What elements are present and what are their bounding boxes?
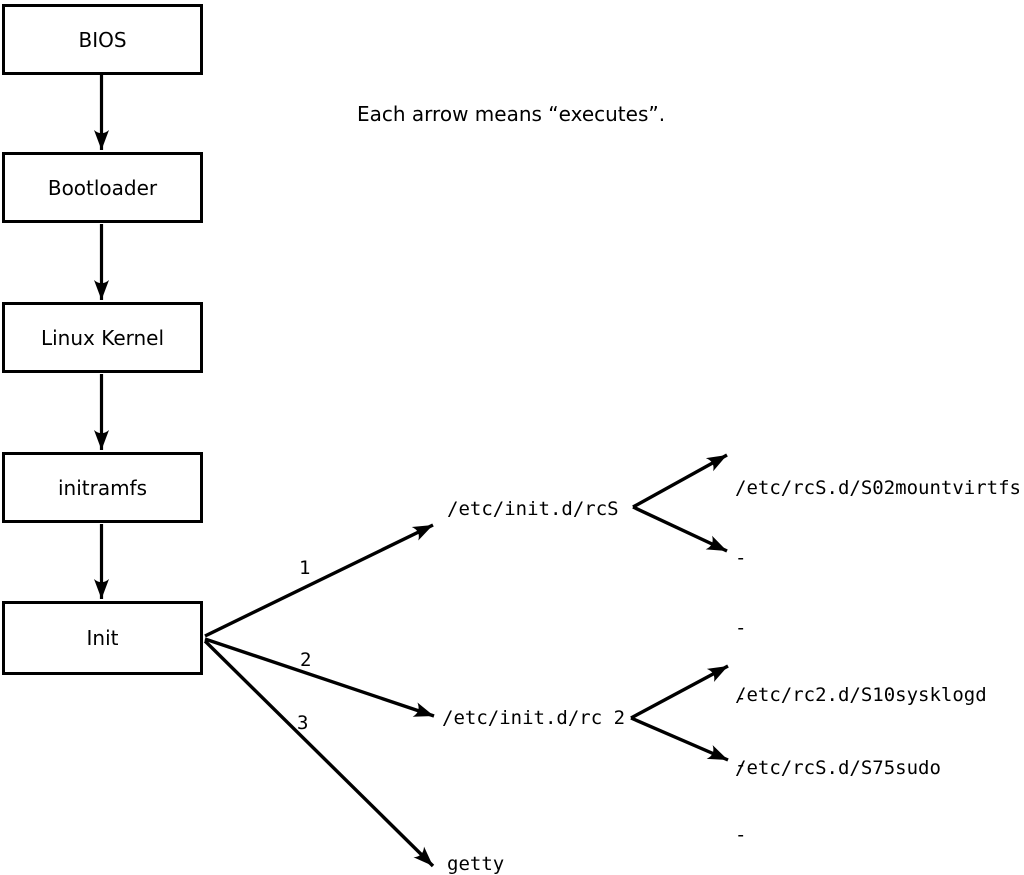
rc2-script-first: /etc/rc2.d/S10sysklogd	[735, 684, 987, 706]
target-rcs-script: /etc/init.d/rcS	[447, 498, 619, 520]
arrow-rcs-to-s75sudo	[632, 505, 728, 553]
node-init: Init	[2, 601, 203, 675]
fan-order-label-3: 3	[297, 712, 309, 734]
rc2-script-ellipsis: -	[735, 754, 747, 776]
arrow-init-to-rc2	[204, 637, 435, 718]
rc2-script-list: /etc/rc2.d/S10sysklogd - - - /etc/rc2.d/…	[735, 638, 987, 875]
arrow-init-to-getty	[203, 639, 435, 868]
rcs-script-ellipsis: -	[735, 687, 747, 709]
legend-text: Each arrow means “executes”.	[357, 102, 666, 126]
arrow-rc2-to-s99gdm	[630, 716, 729, 762]
node-bootloader: Bootloader	[2, 152, 203, 223]
rcs-script-ellipsis: -	[735, 547, 747, 569]
node-initramfs: initramfs	[2, 452, 203, 523]
target-rc2-script: /etc/init.d/rc 2	[442, 707, 626, 729]
arrow-init-to-rcs	[204, 523, 434, 638]
rc2-script-ellipsis: -	[735, 824, 747, 846]
arrow-rcs-to-s02mountvirtfs	[632, 453, 728, 509]
rcs-script-last: /etc/rcS.d/S75sudo	[735, 757, 941, 779]
rcs-script-ellipsis: -	[735, 617, 747, 639]
fan-order-label-1: 1	[299, 557, 311, 579]
fan-order-label-2: 2	[300, 649, 312, 671]
rcs-script-first: /etc/rcS.d/S02mountvirtfs	[735, 477, 1021, 499]
target-getty: getty	[447, 853, 505, 875]
node-bios: BIOS	[2, 4, 203, 75]
arrow-rc2-to-s10sysklogd	[630, 664, 729, 720]
node-linux-kernel: Linux Kernel	[2, 302, 203, 373]
rcs-script-list: /etc/rcS.d/S02mountvirtfs - - - /etc/rcS…	[735, 431, 1021, 825]
